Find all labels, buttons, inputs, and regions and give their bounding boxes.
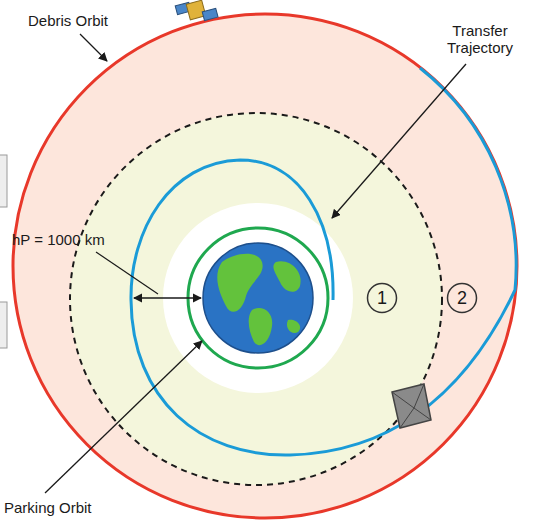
leader-line (80, 34, 107, 61)
region-number-text: 2 (457, 288, 467, 309)
leader-line (96, 252, 158, 294)
dimension-arrow (134, 297, 201, 298)
earth (203, 243, 313, 353)
region-number: 2 (446, 282, 478, 314)
annotation-label: Transfer Trajectory (430, 22, 530, 57)
circle-outline (368, 284, 397, 313)
region-number-text: 1 (377, 288, 387, 309)
annotation-label: Parking Orbit (4, 499, 92, 516)
annotation-label: Debris Orbit (28, 12, 108, 29)
transfer-trajectory (131, 68, 516, 455)
edge-panel (0, 302, 7, 348)
dashed-boundary (70, 113, 442, 485)
leader-line (332, 64, 466, 218)
debris-orbit (13, 14, 517, 518)
parking-orbit (188, 228, 328, 368)
satellite-icon (175, 0, 218, 20)
region-number: 1 (366, 282, 398, 314)
debris-region (13, 14, 517, 518)
annotation-label: hP = 1000 km (12, 231, 105, 248)
debris-icon (392, 384, 431, 428)
circle-outline (448, 284, 477, 313)
leader-line (45, 341, 202, 493)
edge-panel (0, 155, 7, 207)
